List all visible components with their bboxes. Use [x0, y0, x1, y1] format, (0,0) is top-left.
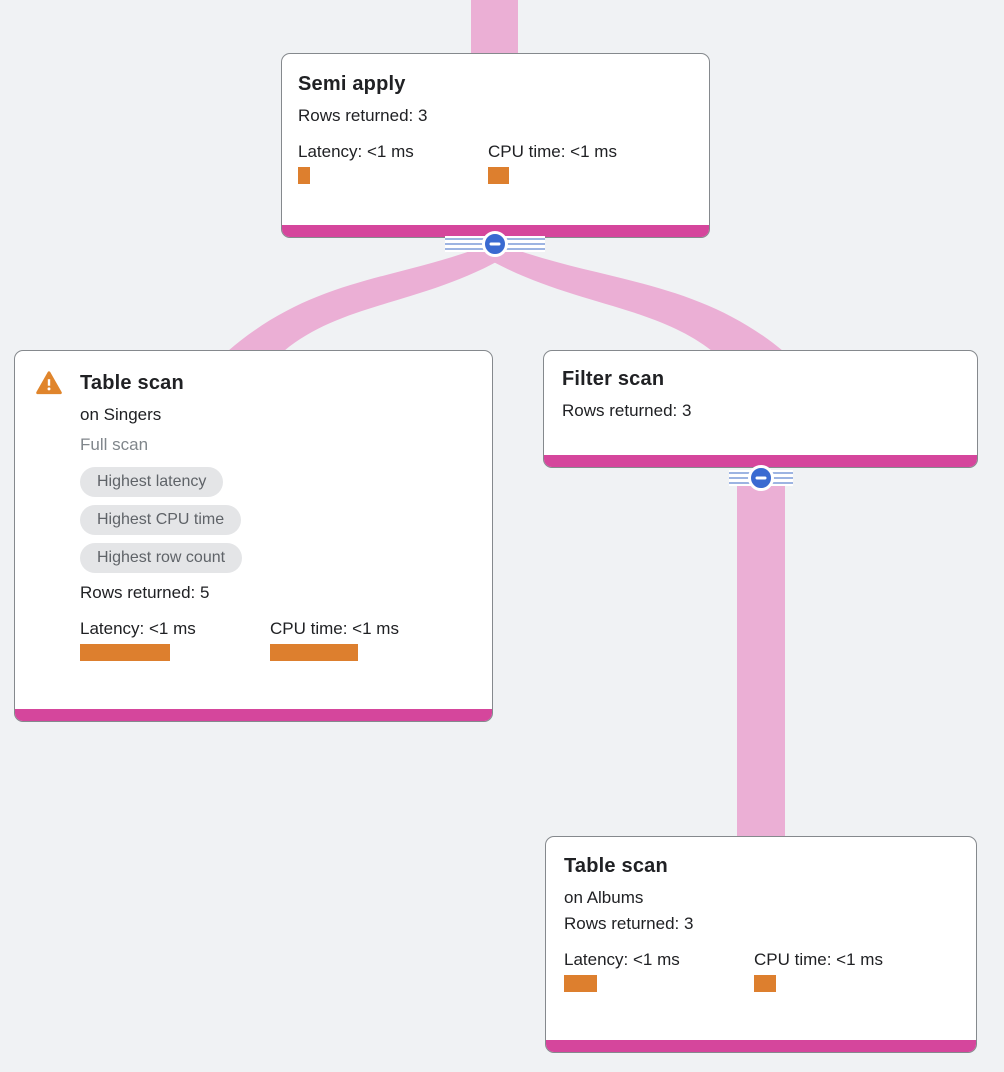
latency-metric: Latency: <1 ms: [80, 619, 270, 661]
latency-label: Latency: <1 ms: [80, 619, 196, 638]
latency-bar: [564, 975, 597, 992]
metrics-row: Latency: <1 ms CPU time: <1 ms: [298, 142, 693, 184]
cpu-metric: CPU time: <1 ms: [488, 142, 678, 184]
node-subtitle: on Singers: [80, 405, 162, 424]
edge-filter-scan-to-table-scan-albums: [737, 484, 785, 837]
rows-returned: Rows returned: 3: [298, 106, 428, 125]
plan-node-table-scan-albums[interactable]: Table scan on Albums Rows returned: 3 La…: [545, 836, 977, 1053]
plan-node-table-scan-singers[interactable]: Table scan on Singers Full scan Highest …: [14, 350, 493, 722]
cpu-metric: CPU time: <1 ms: [270, 619, 460, 661]
latency-metric: Latency: <1 ms: [564, 950, 754, 992]
cpu-label: CPU time: <1 ms: [754, 950, 883, 969]
node-accent-bar: [546, 1040, 976, 1052]
node-title: Semi apply: [298, 73, 406, 95]
collapse-minus-icon[interactable]: [482, 231, 508, 257]
node-title: Filter scan: [562, 368, 665, 390]
rows-returned: Rows returned: 3: [564, 914, 694, 933]
cpu-label: CPU time: <1 ms: [488, 142, 617, 161]
metrics-row: Latency: <1 ms CPU time: <1 ms: [564, 950, 958, 992]
node-accent-bar: [544, 455, 977, 467]
collapse-minus-icon[interactable]: [748, 465, 774, 491]
latency-bar: [80, 644, 170, 661]
insight-chips: Highest latency Highest CPU time Highest…: [80, 467, 476, 573]
chip-highest-cpu-time: Highest CPU time: [80, 505, 242, 535]
latency-label: Latency: <1 ms: [298, 142, 414, 161]
scan-type: Full scan: [80, 435, 149, 454]
warning-icon: [36, 371, 62, 395]
metrics-row: Latency: <1 ms CPU time: <1 ms: [80, 619, 476, 661]
edge-semi-apply-to-filter-scan: [473, 250, 783, 351]
rows-returned: Rows returned: 5: [80, 583, 210, 602]
cpu-metric: CPU time: <1 ms: [754, 950, 944, 992]
node-subtitle: on Albums: [564, 888, 644, 907]
chip-highest-latency: Highest latency: [80, 467, 224, 497]
edge-root-to-semi-apply: [471, 0, 518, 54]
cpu-bar: [488, 167, 509, 184]
node-title: Table scan: [80, 371, 184, 394]
cpu-bar: [270, 644, 358, 661]
collapse-control-semi-apply[interactable]: [445, 231, 545, 257]
chip-highest-row-count: Highest row count: [80, 543, 243, 573]
cpu-bar: [754, 975, 776, 992]
plan-node-semi-apply[interactable]: Semi apply Rows returned: 3 Latency: <1 …: [281, 53, 710, 238]
latency-metric: Latency: <1 ms: [298, 142, 488, 184]
plan-node-filter-scan[interactable]: Filter scan Rows returned: 3: [543, 350, 978, 468]
edge-semi-apply-to-table-scan-singers: [228, 250, 517, 351]
node-accent-bar: [15, 709, 492, 721]
latency-bar: [298, 167, 310, 184]
rows-returned: Rows returned: 3: [562, 401, 692, 420]
node-title: Table scan: [564, 855, 668, 877]
cpu-label: CPU time: <1 ms: [270, 619, 399, 638]
collapse-control-filter-scan[interactable]: [729, 465, 793, 491]
latency-label: Latency: <1 ms: [564, 950, 680, 969]
